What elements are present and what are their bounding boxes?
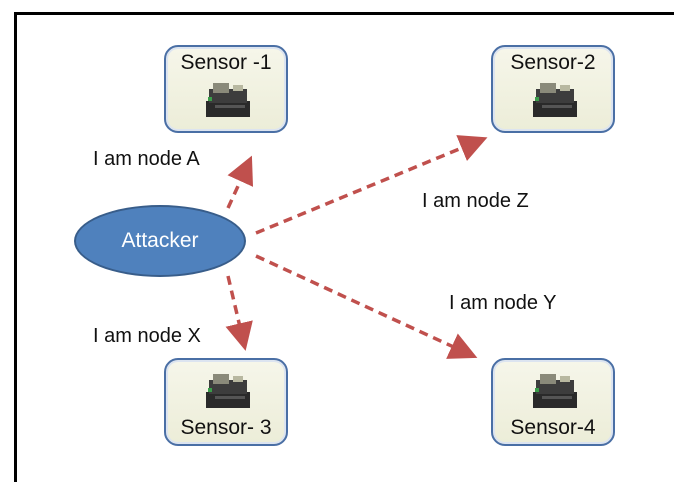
sensor-4-label: Sensor-4	[510, 416, 596, 439]
arrow-to-sensor-2	[255, 135, 488, 235]
sensor-board-icon	[206, 374, 250, 408]
sensor-1-node: Sensor -1	[164, 45, 288, 133]
sensor-board-icon	[533, 374, 577, 408]
sensor-4-node: Sensor-4	[491, 358, 615, 446]
sensor-board-icon	[533, 83, 577, 117]
message-node-y: I am node Y	[449, 292, 557, 314]
attacker-node: Attacker	[74, 205, 246, 277]
arrow-to-sensor-3	[225, 275, 253, 351]
sensor-1-label: Sensor -1	[180, 51, 272, 74]
sensor-board-icon	[206, 83, 250, 117]
sensor-3-label: Sensor- 3	[180, 416, 272, 439]
sensor-3-node: Sensor- 3	[164, 358, 288, 446]
sensor-2-node: Sensor-2	[491, 45, 615, 133]
message-node-z: I am node Z	[422, 190, 529, 212]
arrow-to-sensor-1	[226, 155, 254, 209]
arrow-to-sensor-4	[255, 254, 478, 359]
message-node-x: I am node X	[93, 325, 201, 347]
sensor-2-label: Sensor-2	[510, 51, 596, 74]
message-node-a: I am node A	[93, 148, 200, 170]
attacker-label: Attacker	[121, 229, 199, 252]
